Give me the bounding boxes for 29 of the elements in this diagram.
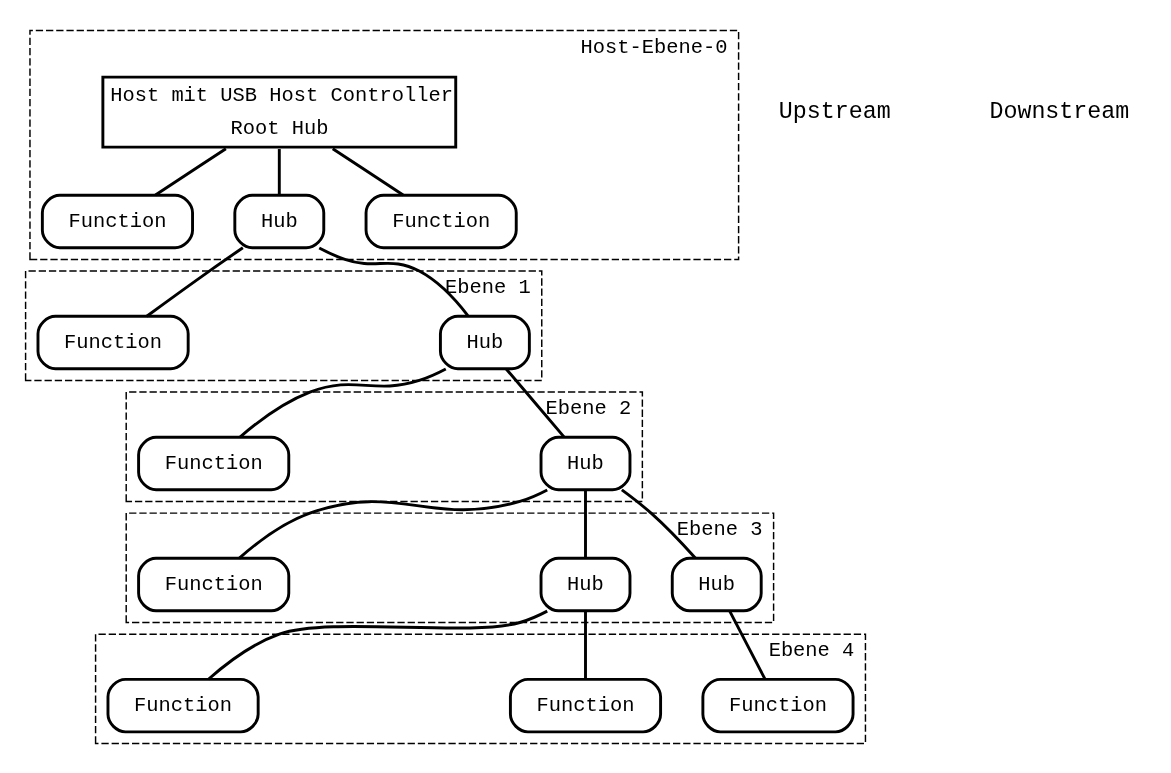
node-box: Function: [137, 435, 291, 491]
connector: [239, 367, 447, 438]
connector: [584, 610, 587, 679]
node-box: Function: [36, 314, 190, 370]
node-box: Hub: [233, 193, 326, 249]
node-box: Hub: [539, 435, 632, 491]
connector: [505, 367, 566, 438]
connector: [145, 246, 244, 317]
node-box: Function: [40, 193, 194, 249]
node-box: Function: [364, 193, 518, 249]
node-box: Function: [137, 556, 291, 612]
node-box: Function: [701, 677, 855, 733]
connector: [584, 489, 587, 558]
connector: [621, 488, 697, 559]
connector: [238, 488, 548, 559]
connector: [728, 609, 767, 680]
label: Upstream: [778, 98, 891, 125]
connector: [331, 147, 404, 196]
connector: [154, 147, 227, 196]
node-box: Function: [106, 677, 260, 733]
node-box: Hub: [539, 556, 632, 612]
node-box: Host mit USB Host Controller Root Hub: [101, 75, 458, 149]
node-box: Hub: [438, 314, 531, 370]
node-box: Function: [508, 677, 663, 733]
connector: [207, 609, 548, 680]
connector: [277, 148, 281, 195]
node-box: Hub: [670, 556, 763, 612]
connector: [318, 246, 469, 317]
label: Downstream: [989, 98, 1130, 125]
